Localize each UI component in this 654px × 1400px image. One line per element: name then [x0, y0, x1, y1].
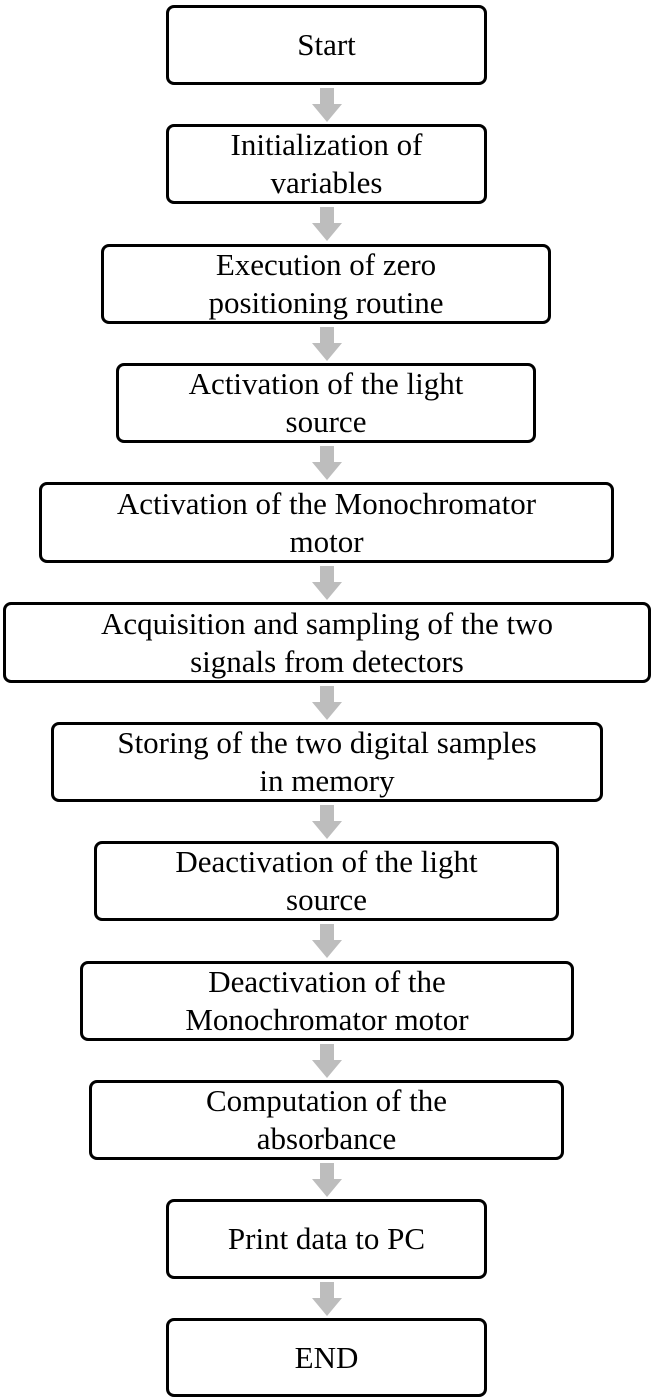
step-text-line: Start	[297, 27, 356, 62]
down-arrow-icon	[312, 924, 342, 958]
down-arrow-shape	[312, 88, 342, 122]
step-text-line: Deactivation of the light	[175, 844, 478, 879]
down-arrow-icon	[312, 805, 342, 839]
step-monochromator-deactivation: Deactivation of the Monochromator motor	[80, 961, 574, 1041]
down-arrow-icon	[312, 446, 342, 480]
step-text-line: Execution of zero	[215, 247, 437, 282]
step-text-line: Computation of the	[205, 1083, 448, 1118]
step-text-line: Print data to PC	[227, 1221, 426, 1256]
step-text-line: signals from detectors	[190, 643, 464, 679]
down-arrow-icon	[312, 1282, 342, 1316]
step-text-line: Initialization of	[230, 127, 423, 162]
step-storing-samples: Storing of the two digital samples in me…	[51, 722, 603, 802]
step-text-line: Deactivation of the	[208, 964, 446, 999]
down-arrow-shape	[312, 924, 342, 958]
down-arrow-shape	[312, 446, 342, 480]
down-arrow-icon	[312, 88, 342, 122]
step-text-line: source	[285, 404, 367, 439]
step-text-line: Activation of the Monochromator	[116, 485, 537, 521]
step-zero-positioning: Execution of zero positioning routine	[101, 244, 551, 324]
down-arrow-shape	[312, 1044, 342, 1078]
down-arrow-shape	[312, 207, 342, 241]
step-text-line: absorbance	[256, 1121, 397, 1156]
down-arrow-icon	[312, 1044, 342, 1078]
step-absorbance-computation: Computation of the absorbance	[89, 1080, 564, 1160]
step-text-line: variables	[270, 165, 383, 200]
step-text-line: positioning routine	[208, 285, 444, 320]
step-monochromator-activation: Activation of the Monochromator motor	[39, 482, 614, 563]
down-arrow-shape	[312, 1163, 342, 1197]
down-arrow-icon	[312, 207, 342, 241]
step-start: Start	[166, 5, 487, 85]
step-initialization: Initialization of variables	[166, 124, 487, 204]
step-light-source-deactivation: Deactivation of the light source	[94, 841, 559, 921]
step-print-data: Print data to PC	[166, 1199, 487, 1279]
step-text-line: in memory	[259, 763, 395, 798]
down-arrow-shape	[312, 805, 342, 839]
step-text-line: motor	[289, 523, 364, 559]
down-arrow-shape	[312, 327, 342, 361]
step-text-line: END	[294, 1339, 359, 1375]
down-arrow-shape	[312, 686, 342, 720]
step-light-source-activation: Activation of the light source	[116, 363, 536, 443]
step-text-line: Monochromator motor	[185, 1002, 469, 1037]
down-arrow-icon	[312, 566, 342, 600]
down-arrow-shape	[312, 566, 342, 600]
step-text-line: source	[286, 882, 367, 917]
step-text-line: Activation of the light	[188, 366, 464, 401]
down-arrow-icon	[312, 686, 342, 720]
down-arrow-icon	[312, 327, 342, 361]
down-arrow-icon	[312, 1163, 342, 1197]
step-end: END	[166, 1318, 487, 1397]
step-text-line: Storing of the two digital samples	[117, 725, 537, 760]
down-arrow-shape	[312, 1282, 342, 1316]
step-text-line: Acquisition and sampling of the two	[100, 605, 554, 641]
step-acquisition-sampling: Acquisition and sampling of the two sign…	[3, 602, 651, 683]
